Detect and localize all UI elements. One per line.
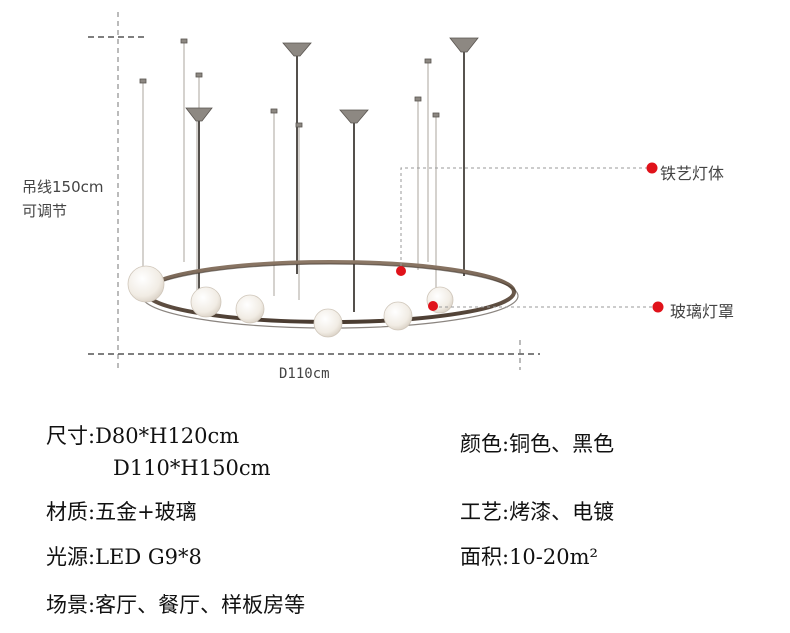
spec-area: 面积:10-20m² bbox=[460, 545, 598, 569]
spec-material: 材质:五金+玻璃 bbox=[46, 500, 197, 524]
cable-adjustable-label: 可调节 bbox=[22, 202, 68, 220]
pendant-rods bbox=[198, 50, 465, 312]
spec-scene: 场景:客厅、餐厅、样板房等 bbox=[46, 593, 306, 617]
glass-callout-dot-origin bbox=[428, 301, 438, 311]
glass-callout-dot bbox=[652, 301, 664, 313]
frame-callout-line bbox=[400, 167, 652, 272]
spec-craft: 工艺:烤漆、电镀 bbox=[460, 500, 615, 524]
ceiling-caps bbox=[139, 37, 479, 128]
glass-globes bbox=[127, 265, 454, 338]
frame-callout-dot-origin bbox=[396, 266, 406, 276]
spec-size-alt: D110*H150cm bbox=[113, 456, 271, 480]
diameter-label: D110cm bbox=[279, 366, 330, 382]
frame-callout-label: 铁艺灯体 bbox=[660, 164, 725, 183]
glass-callout-label: 玻璃灯罩 bbox=[670, 302, 735, 321]
frame-callout-dot bbox=[646, 162, 658, 174]
spec-light-source: 光源:LED G9*8 bbox=[46, 545, 202, 569]
spec-color: 颜色:铜色、黑色 bbox=[460, 432, 615, 456]
spec-size: 尺寸:D80*H120cm bbox=[46, 424, 240, 448]
cable-length-label: 吊线150cm bbox=[22, 178, 104, 196]
pendant-cables bbox=[142, 42, 437, 310]
